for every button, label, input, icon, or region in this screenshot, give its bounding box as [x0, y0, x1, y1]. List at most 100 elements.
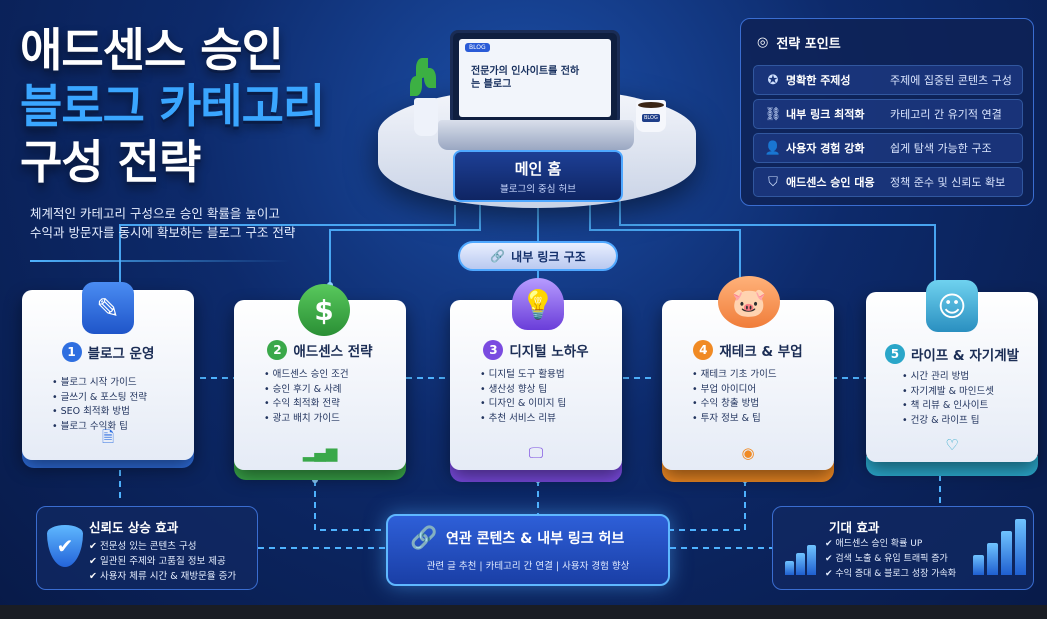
document-pen-icon: ✎ [82, 282, 134, 334]
list-item: 수익 증대 & 블로그 성장 가속화 [825, 567, 956, 582]
card-title: 애드센스 전략 [293, 344, 373, 360]
card-header: 5 라이프 & 자기계발 [866, 344, 1038, 364]
subtitle: 체계적인 카테고리 구성으로 승인 확률을 높이고 수익과 방문자를 동시에 확… [30, 204, 320, 242]
mug-label: BLOG [642, 114, 660, 122]
main-home-box[interactable]: 메인 홈 블로그의 중심 허브 [453, 150, 623, 202]
internal-link-pill[interactable]: 🔗 내부 링크 구조 [458, 241, 618, 271]
plant-icon [410, 58, 438, 136]
card-items: 디지털 도구 활용법 생산성 향상 팁 디자인 & 이미지 팁 추천 서비스 리… [480, 368, 567, 427]
category-card-2[interactable]: $ 2 애드센스 전략 애드센스 승인 조건 승인 후기 & 사례 수익 최적화… [234, 284, 406, 470]
card-items: 시간 관리 방법 자기계발 & 마인드셋 책 리뷰 & 인사이트 건강 & 라이… [902, 370, 994, 428]
list-item: 글쓰기 & 포스팅 전략 [52, 391, 147, 406]
piggy-bank-icon: 🐷 [718, 276, 780, 328]
user-icon: 👤 [764, 140, 782, 156]
target-icon: ◎ [757, 35, 769, 50]
strategy-key: 사용자 경험 강화 [786, 142, 865, 155]
effect-title: 기대 효과 [829, 520, 880, 535]
strategy-key: 명확한 주제성 [786, 74, 851, 87]
link-icon: 🔗 [490, 249, 506, 263]
coins-icon: ◉ [741, 444, 755, 462]
card-title: 블로그 운영 [87, 346, 155, 362]
laptop-screen: BLOG 전문가의 인사이트를 전하는 블로그 [450, 30, 620, 126]
effect-items: 애드센스 승인 확률 UP 검색 노출 & 유입 트래픽 증가 수익 증대 & … [825, 537, 956, 582]
list-item: 애드센스 승인 확률 UP [825, 537, 956, 552]
list-item: 추천 서비스 리뷰 [480, 412, 566, 427]
blog-tag: BLOG [465, 43, 490, 52]
shield-check-icon: ✔ [47, 525, 83, 567]
card-title: 라이프 & 자기계발 [910, 348, 1020, 364]
strategy-title: 전략 포인트 [776, 37, 841, 52]
list-item: 검색 노출 & 유입 트래픽 증가 [825, 552, 956, 567]
list-item: 시간 관리 방법 [902, 370, 994, 385]
list-item: 승인 후기 & 사례 [264, 383, 349, 398]
shield-check-icon: ⛉ [768, 174, 778, 190]
bottom-strip [0, 605, 1047, 619]
list-item: 블로그 시작 가이드 [52, 376, 147, 391]
card-items: 애드센스 승인 조건 승인 후기 & 사례 수익 최적화 전략 광고 배치 가이… [264, 368, 349, 426]
card-number: 1 [61, 342, 82, 362]
category-card-3[interactable]: 💡 3 디지털 노하우 디지털 도구 활용법 생산성 향상 팁 디자인 & 이미… [450, 278, 622, 470]
strategy-row: 👤 사용자 경험 강화 쉽게 탐색 가능한 구조 [753, 133, 1023, 163]
list-item: 부업 아이디어 [692, 383, 777, 398]
trust-title: 신뢰도 상승 효과 [89, 520, 179, 535]
title-line-2: 블로그 카테고리 [20, 79, 325, 133]
main-title: 애드센스 승인 블로그 카테고리 구성 전략 [20, 22, 400, 190]
strategy-value: 카테고리 간 유기적 연결 [890, 108, 1002, 121]
main-home-title: 메인 홈 [514, 160, 562, 178]
category-card-1[interactable]: ✎ 1 블로그 운영 블로그 시작 가이드 글쓰기 & 포스팅 전략 SEO 최… [22, 282, 194, 460]
internal-link-label: 내부 링크 구조 [511, 249, 586, 264]
monitor-icon: 🖵 [528, 444, 544, 462]
list-item: 자기계발 & 마인드셋 [902, 385, 994, 400]
hub-title: 연관 콘텐츠 & 내부 링크 허브 [446, 531, 625, 547]
hub-subtitle: 관련 글 추천 | 카테고리 간 연결 | 사용자 경험 향상 [426, 561, 630, 572]
expected-effect-box: 기대 효과 애드센스 승인 확률 UP 검색 노출 & 유입 트래픽 증가 수익… [772, 506, 1034, 590]
trust-effect-box: ✔ 신뢰도 상승 효과 전문성 있는 콘텐츠 구성 일관된 주제와 고품질 정보… [36, 506, 258, 590]
strategy-key: 애드센스 승인 대응 [786, 176, 875, 189]
title-line-3: 구성 전략 [20, 135, 201, 189]
link-icon: ⛓ [764, 106, 782, 122]
card-title: 디지털 노하우 [509, 344, 589, 360]
screen-text: 전문가의 인사이트를 전하는 블로그 [471, 66, 580, 90]
card-number: 3 [483, 340, 504, 360]
category-card-4[interactable]: 🐷 4 재테크 & 부업 재테크 기초 가이드 부업 아이디어 수익 창출 방법… [662, 276, 834, 470]
strategy-panel: ◎ 전략 포인트 ✪ 명확한 주제성 주제에 집중된 콘텐츠 구성 ⛓ 내부 링… [740, 18, 1034, 206]
list-item: 블로그 수익화 팁 [52, 420, 147, 435]
content-link-hub[interactable]: 🔗 연관 콘텐츠 & 내부 링크 허브 관련 글 추천 | 카테고리 간 연결 … [386, 514, 670, 586]
list-item: 전문성 있는 콘텐츠 구성 [89, 539, 236, 554]
lightbulb-icon: 💡 [512, 278, 564, 330]
strategy-row: ⛉ 애드센스 승인 대응 정책 준수 및 신뢰도 확보 [753, 167, 1023, 197]
card-items: 재테크 기초 가이드 부업 아이디어 수익 창출 방법 투자 정보 & 팁 [692, 368, 777, 426]
subtitle-line-2: 수익과 방문자를 동시에 확보하는 블로그 구조 전략 [30, 225, 296, 240]
card-header: 4 재테크 & 부업 [662, 340, 834, 360]
card-number: 5 [884, 344, 905, 364]
heart-icon: ♡ [945, 436, 959, 454]
card-number: 4 [693, 340, 714, 360]
card-number: 2 [267, 340, 288, 360]
title-line-1: 애드센스 승인 [20, 23, 284, 77]
list-item: 디지털 도구 활용법 [480, 368, 566, 383]
list-item: 광고 배치 가이드 [264, 412, 349, 427]
subtitle-line-1: 체계적인 카테고리 구성으로 승인 확률을 높이고 [30, 206, 280, 221]
list-item: 생산성 향상 팁 [480, 383, 566, 398]
list-item: 건강 & 라이프 팁 [902, 414, 994, 429]
trust-items: 전문성 있는 콘텐츠 구성 일관된 주제와 고품질 정보 제공 사용자 체류 시… [89, 539, 236, 584]
list-item: 디자인 & 이미지 팁 [480, 397, 567, 412]
main-home-subtitle: 블로그의 중심 허브 [500, 184, 576, 195]
list-item: 일관된 주제와 고품질 정보 제공 [89, 554, 236, 569]
laptop-keyboard [438, 120, 634, 150]
bar-chart-icon: ▂▄▆ [302, 444, 338, 462]
list-item: 수익 창출 방법 [692, 397, 777, 412]
link-icon: 🔗 [410, 526, 438, 551]
coffee-mug-icon: BLOG [636, 100, 666, 132]
strategy-key: 내부 링크 최적화 [786, 108, 865, 121]
strategy-value: 주제에 집중된 콘텐츠 구성 [890, 74, 1012, 87]
dollar-icon: $ [298, 284, 350, 336]
list-item: 수익 최적화 전략 [264, 397, 349, 412]
category-card-5[interactable]: ☺ 5 라이프 & 자기계발 시간 관리 방법 자기계발 & 마인드셋 책 리뷰… [866, 280, 1038, 462]
card-header: 3 디지털 노하우 [450, 340, 622, 360]
list-item: SEO 최적화 방법 [52, 405, 147, 420]
strategy-header: ◎ 전략 포인트 [757, 33, 841, 52]
document-icon: 🗎 [101, 428, 115, 446]
strategy-row: ✪ 명확한 주제성 주제에 집중된 콘텐츠 구성 [753, 65, 1023, 95]
list-item: 애드센스 승인 조건 [264, 368, 349, 383]
